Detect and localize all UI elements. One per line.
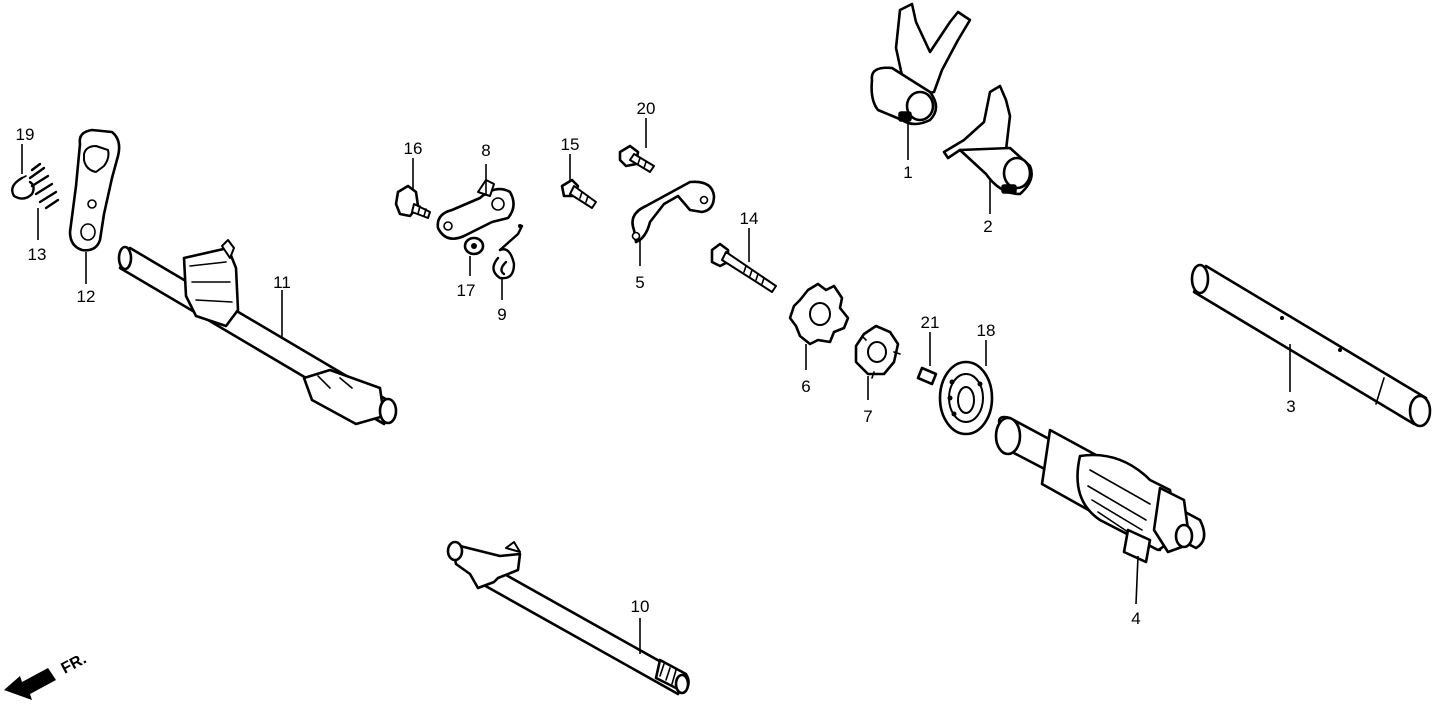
callout-2: 2: [983, 217, 992, 236]
callout-4: 4: [1131, 609, 1140, 628]
callout-20: 20: [637, 99, 656, 118]
callout-1: 1: [903, 163, 912, 182]
leader-lines: [21, 118, 1291, 654]
callout-9: 9: [497, 305, 506, 324]
callout-5: 5: [635, 273, 644, 292]
callout-19: 19: [16, 125, 35, 144]
callout-17: 17: [457, 281, 476, 300]
front-direction-label: FR.: [59, 650, 90, 677]
front-arrow-icon: [4, 668, 56, 700]
plate-12: [68, 128, 121, 252]
callout-8: 8: [481, 141, 490, 160]
callout-16: 16: [404, 139, 423, 158]
pin-21: [916, 366, 938, 386]
callout-18: 18: [977, 321, 996, 340]
bolt-15: [560, 178, 597, 209]
shift-fork-2: [942, 84, 1033, 196]
fork-shaft-3: [1190, 263, 1432, 428]
snap-ring-19: [11, 175, 35, 200]
gearshift-spindle-10: [446, 540, 690, 696]
stopper-arm-8: [436, 179, 515, 240]
callout-13: 13: [28, 245, 47, 264]
callout-10: 10: [631, 597, 650, 616]
drum-center-6: [788, 282, 850, 346]
washer-17: [463, 236, 485, 256]
bolt-20: [618, 144, 655, 173]
stopper-plate-5: [631, 180, 716, 244]
callout-7: 7: [863, 407, 872, 426]
callout-11: 11: [273, 273, 291, 292]
shift-drum-4: [994, 415, 1206, 564]
callout-15: 15: [561, 135, 580, 154]
callout-3: 3: [1286, 397, 1295, 416]
return-spring-9: [492, 224, 524, 280]
spring-13: [28, 162, 60, 210]
bearing-18: [938, 360, 994, 436]
bolt-14: [710, 242, 777, 293]
callout-14: 14: [740, 209, 759, 228]
drum-center-7: [854, 324, 901, 379]
shift-spindle-11: [117, 239, 398, 426]
bolt-16: [394, 184, 431, 219]
shift-fork-1: [870, 2, 972, 126]
callout-21: 21: [921, 313, 940, 332]
callout-12: 12: [77, 287, 96, 306]
callout-6: 6: [801, 377, 810, 396]
